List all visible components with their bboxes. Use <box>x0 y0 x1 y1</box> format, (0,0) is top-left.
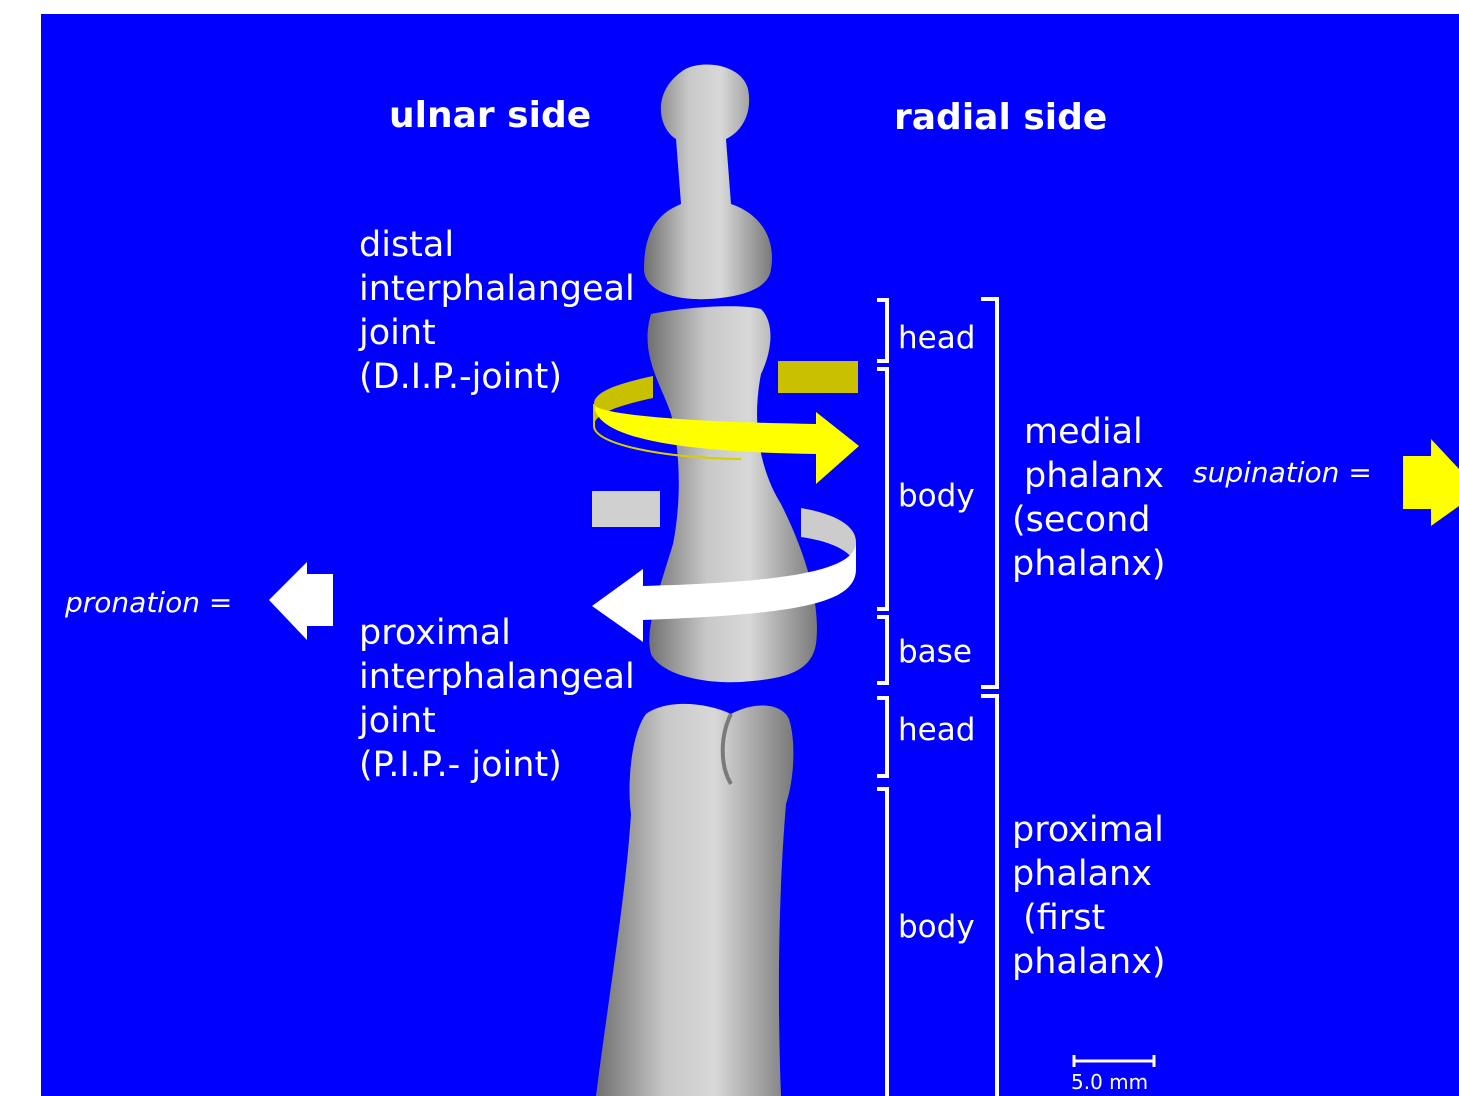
pronation-arrow-icon <box>269 562 333 640</box>
supination-arrow-icon <box>1403 439 1459 526</box>
scale-bar-line <box>1074 1055 1154 1067</box>
proximal-line-4: phalanx) <box>1012 940 1166 984</box>
medial-base-label: base <box>898 632 972 672</box>
medial-head-label: head <box>898 318 975 358</box>
medial-line-4: phalanx) <box>1012 542 1166 586</box>
proximal-line-1: proximal <box>1012 808 1166 852</box>
pip-line-1: proximal <box>359 611 635 655</box>
medial-line-1: medial <box>1012 410 1166 454</box>
finger-illustration <box>41 14 1459 1096</box>
pip-line-4: (P.I.P.- joint) <box>359 743 635 787</box>
radial-side-label: radial side <box>894 98 1107 138</box>
dip-joint-label: distal interphalangeal joint (D.I.P.-joi… <box>359 223 635 399</box>
pip-joint-label: proximal interphalangeal joint (P.I.P.- … <box>359 611 635 787</box>
medial-line-3: (second <box>1012 498 1166 542</box>
supination-ring-back <box>778 361 858 393</box>
dip-line-1: distal <box>359 223 635 267</box>
proximal-line-2: phalanx <box>1012 852 1166 896</box>
pip-line-2: interphalangeal <box>359 655 635 699</box>
pronation-label: pronation = <box>65 586 232 620</box>
diagram-canvas: ulnar side radial side distal interphala… <box>41 14 1459 1096</box>
dip-line-2: interphalangeal <box>359 267 635 311</box>
distal-phalanx <box>644 65 772 300</box>
pronation-ring-back <box>592 491 660 527</box>
ulnar-side-label: ulnar side <box>389 96 591 136</box>
supination-label: supination = <box>1193 456 1372 490</box>
dip-line-3: joint <box>359 311 635 355</box>
proximal-head-label: head <box>898 710 975 750</box>
pip-line-3: joint <box>359 699 635 743</box>
dip-line-4: (D.I.P.-joint) <box>359 355 635 399</box>
proximal-line-3: (first <box>1012 896 1166 940</box>
proximal-part-brackets <box>877 696 997 1096</box>
medial-phalanx-label: medial phalanx (second phalanx) <box>1012 410 1166 586</box>
proximal-phalanx-label: proximal phalanx (first phalanx) <box>1012 808 1166 984</box>
proximal-body-label: body <box>898 907 975 947</box>
medial-line-2: phalanx <box>1012 454 1166 498</box>
medial-body-label: body <box>898 476 975 516</box>
scale-bar-label: 5.0 mm <box>1071 1071 1148 1093</box>
